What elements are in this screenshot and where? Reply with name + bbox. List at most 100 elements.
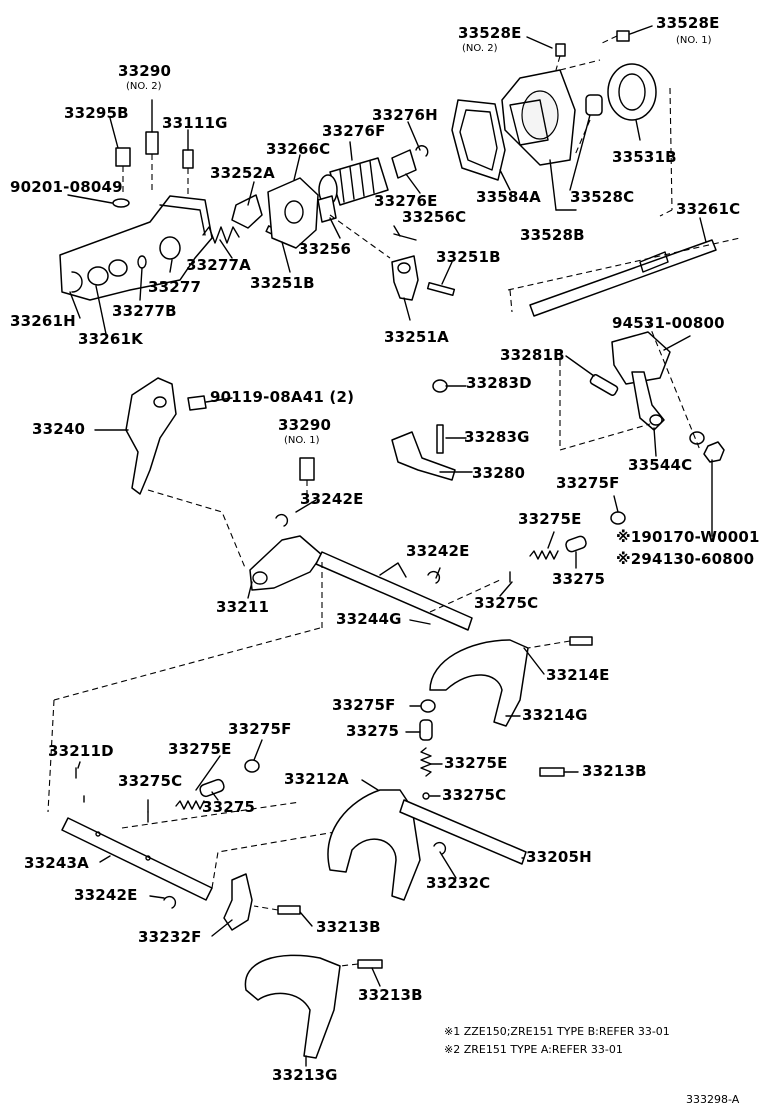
label-33261h: 33261H (10, 312, 76, 330)
label-33528b: 33528B (520, 226, 585, 244)
plug-33275f-c (244, 759, 260, 773)
bolt-33528e-no2 (526, 36, 566, 71)
label-33251b-left: 33251B (250, 274, 315, 292)
footnote-1: ※1 ZZE150;ZRE151 TYPE B:REFER 33-01 (444, 1025, 670, 1038)
label-94531-00800: 94531-00800 (612, 314, 725, 332)
collar-33276e (391, 149, 417, 179)
bolt-33213b-b (253, 905, 301, 915)
plug-33275f-b (420, 699, 436, 713)
label-33266c: 33266C (266, 140, 331, 158)
label-33276h: 33276H (372, 106, 438, 124)
label-33252a: 33252A (210, 164, 275, 182)
spring-33275e-b (175, 800, 205, 810)
label-33275c-left: 33275C (118, 772, 183, 790)
label-33528e-no2: 33528E (458, 24, 522, 42)
label-33275f-mid: 33275F (332, 696, 396, 714)
label-33277a: 33277A (186, 256, 251, 274)
label-33275e-mid: 33275E (444, 754, 508, 772)
label-33261k: 33261K (78, 330, 144, 348)
fork-33211 (249, 535, 323, 591)
washer-90201 (112, 198, 130, 208)
label-33275e-left: 33275E (168, 740, 232, 758)
nut (703, 441, 725, 463)
leader-lines (67, 99, 713, 1067)
label-33275f-top: 33275F (556, 474, 620, 492)
seal-33531b (607, 63, 657, 121)
label-33277: 33277 (148, 278, 202, 296)
housing-33528b (501, 69, 576, 166)
pin-33283g (436, 424, 444, 454)
label-33276e: 33276E (374, 192, 438, 210)
label-33275-top: 33275 (552, 570, 606, 588)
clip-33242e-c (163, 895, 177, 909)
label-294130-60800: ※294130-60800 (616, 550, 755, 568)
clip-33232c (433, 841, 447, 855)
label-33256c: 33256C (402, 208, 467, 226)
footnote-2: ※2 ZRE151 TYPE A:REFER 33-01 (444, 1043, 623, 1056)
plug-33295b (115, 147, 131, 192)
label-33213b-bottom: 33213B (358, 986, 423, 1004)
pin-33281b (589, 374, 619, 396)
lever-33256 (317, 195, 337, 223)
label-33244g: 33244G (336, 610, 402, 628)
lever-33251a (391, 255, 419, 301)
sublabel-no2-top: (NO. 2) (462, 43, 498, 54)
shaft-33205h (399, 799, 527, 865)
pin-33256c (393, 233, 417, 241)
label-33213b-right: 33213B (582, 762, 647, 780)
label-33281b: 33281B (500, 346, 565, 364)
label-33295b: 33295B (64, 104, 129, 122)
label-33214e: 33214E (546, 666, 610, 684)
label-33243a: 33243A (24, 854, 89, 872)
sublabel-no1-top: (NO. 1) (676, 35, 712, 46)
bolt-33213b-c (339, 959, 383, 969)
bolt-33528e-no1 (599, 25, 653, 45)
label-33261c: 33261C (676, 200, 741, 218)
label-33275c-top: 33275C (474, 594, 539, 612)
shaft-33243a (61, 817, 213, 901)
spring-33275e-a (529, 550, 559, 560)
spring-33277a (202, 226, 240, 244)
label-33276f: 33276F (322, 122, 386, 140)
label-33251b-right: 33251B (436, 248, 501, 266)
label-33275-left: 33275 (202, 798, 256, 816)
label-33544c: 33544C (628, 456, 693, 474)
label-33275e-top: 33275E (518, 510, 582, 528)
label-33111g: 33111G (162, 114, 228, 132)
label-33205h: 33205H (526, 848, 592, 866)
bolt-90119 (187, 395, 207, 411)
label-33283g: 33283G (464, 428, 530, 446)
label-33290-no2: 33290 (118, 62, 172, 80)
label-190170-w0001: ※190170-W0001 (616, 528, 760, 546)
pin-33211d (75, 767, 85, 803)
label-33277b: 33277B (112, 302, 177, 320)
ball-33275-a (565, 535, 587, 553)
bushing-33277b (108, 259, 128, 277)
boot-33276f (318, 157, 389, 206)
shaft-33261c (529, 239, 717, 317)
label-33531b: 33531B (612, 148, 677, 166)
bushing-33277-part (159, 236, 181, 260)
label-33213b-mid: 33213B (316, 918, 381, 936)
weight-94531 (611, 331, 671, 385)
shaft-33280 (391, 431, 456, 481)
label-33242e-bottom: 33242E (74, 886, 138, 904)
label-33290-no1: 33290 (278, 416, 332, 434)
label-33211d: 33211D (48, 742, 114, 760)
label-33212a: 33212A (284, 770, 349, 788)
lever-33544c (631, 371, 665, 431)
label-33528c: 33528C (570, 188, 635, 206)
pin-33275c-c (422, 792, 430, 800)
label-33242e-top: 33242E (300, 490, 364, 508)
clip-33242e-a (275, 513, 289, 527)
label-33213g: 33213G (272, 1066, 338, 1084)
ring-33261h (71, 271, 83, 293)
sublabel-no1-switch: (NO. 1) (284, 435, 320, 446)
label-33584a: 33584A (476, 188, 541, 206)
lever-33232f (223, 873, 253, 931)
diagram-reference-number: 333298-A (686, 1093, 740, 1106)
label-33211: 33211 (216, 598, 270, 616)
gasket-33584a (451, 99, 506, 181)
